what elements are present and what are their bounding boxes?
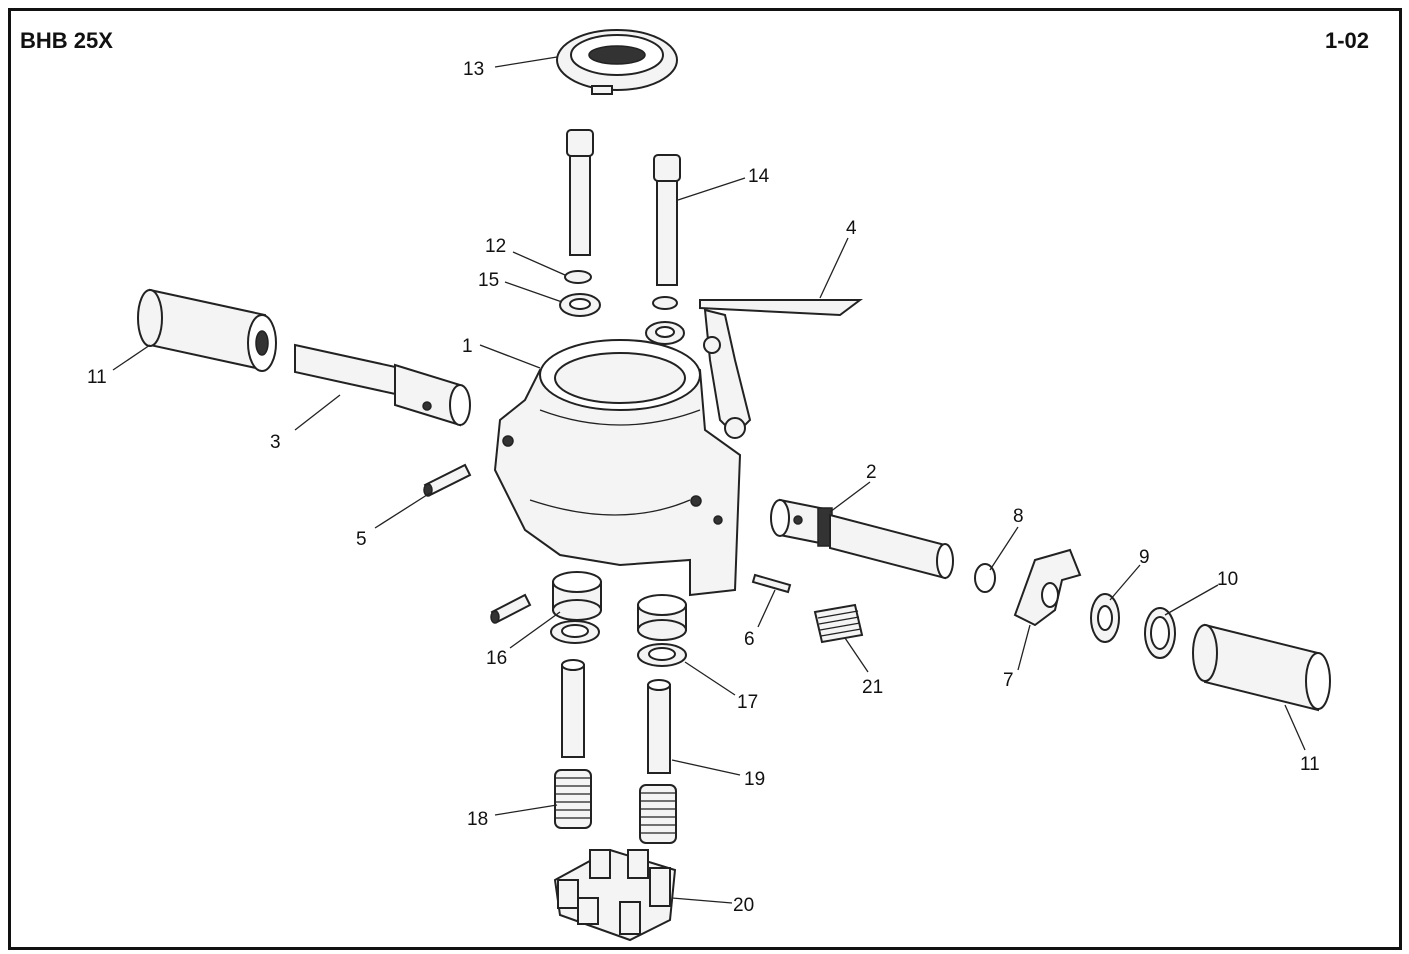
part-5-pin xyxy=(423,463,472,497)
label-part-18: 18 xyxy=(467,809,488,830)
label-part-11-left: 11 xyxy=(87,367,107,388)
part-6-pin xyxy=(751,573,792,594)
part-13-cap xyxy=(556,29,678,95)
part-21-spring xyxy=(813,603,864,644)
part-4-handle xyxy=(699,299,863,439)
label-part-21: 21 xyxy=(862,677,883,698)
part-number-labels: 1 2 3 4 5 6 7 8 9 10 11 11 12 13 14 15 1… xyxy=(87,59,1320,916)
label-part-3: 3 xyxy=(270,432,281,453)
label-part-12: 12 xyxy=(485,236,506,257)
part-20-spring-plate xyxy=(553,848,677,942)
part-7-cam xyxy=(1013,548,1082,627)
label-part-1: 1 xyxy=(462,336,473,357)
part-16-bushing xyxy=(490,571,602,644)
label-part-8: 8 xyxy=(1013,506,1024,527)
label-part-9: 9 xyxy=(1139,547,1150,568)
part-1-main-body xyxy=(493,339,742,597)
model-title: BHB 25X xyxy=(20,28,113,53)
part-17-bushing xyxy=(637,594,687,667)
part-11-right-sleeve xyxy=(1192,623,1331,712)
label-part-10: 10 xyxy=(1217,569,1238,590)
label-part-7: 7 xyxy=(1003,670,1014,691)
label-part-13: 13 xyxy=(463,59,484,80)
label-part-6: 6 xyxy=(744,629,755,650)
part-2-shaft xyxy=(770,498,954,580)
part-10-bearing xyxy=(1144,607,1176,659)
label-part-16: 16 xyxy=(486,648,507,669)
part-18-springs xyxy=(554,769,677,844)
label-part-20: 20 xyxy=(733,895,754,916)
part-12-15-washers xyxy=(559,270,685,345)
label-part-19: 19 xyxy=(744,769,765,790)
leader-lines xyxy=(112,56,1306,904)
part-19-sleeves xyxy=(561,659,671,774)
label-part-17: 17 xyxy=(737,692,758,713)
page-number: 1-02 xyxy=(1324,28,1369,53)
part-3-pin xyxy=(294,343,471,427)
label-part-11-right: 11 xyxy=(1300,754,1320,775)
label-part-5: 5 xyxy=(356,529,367,550)
label-part-4: 4 xyxy=(846,218,857,239)
label-part-15: 15 xyxy=(478,270,499,291)
label-part-2: 2 xyxy=(866,462,877,483)
part-14-bolts xyxy=(566,129,681,286)
part-8-retaining-ring xyxy=(974,563,996,593)
part-11-left-sleeve xyxy=(137,288,277,372)
label-part-14: 14 xyxy=(748,166,770,187)
part-9-washer xyxy=(1090,593,1120,643)
